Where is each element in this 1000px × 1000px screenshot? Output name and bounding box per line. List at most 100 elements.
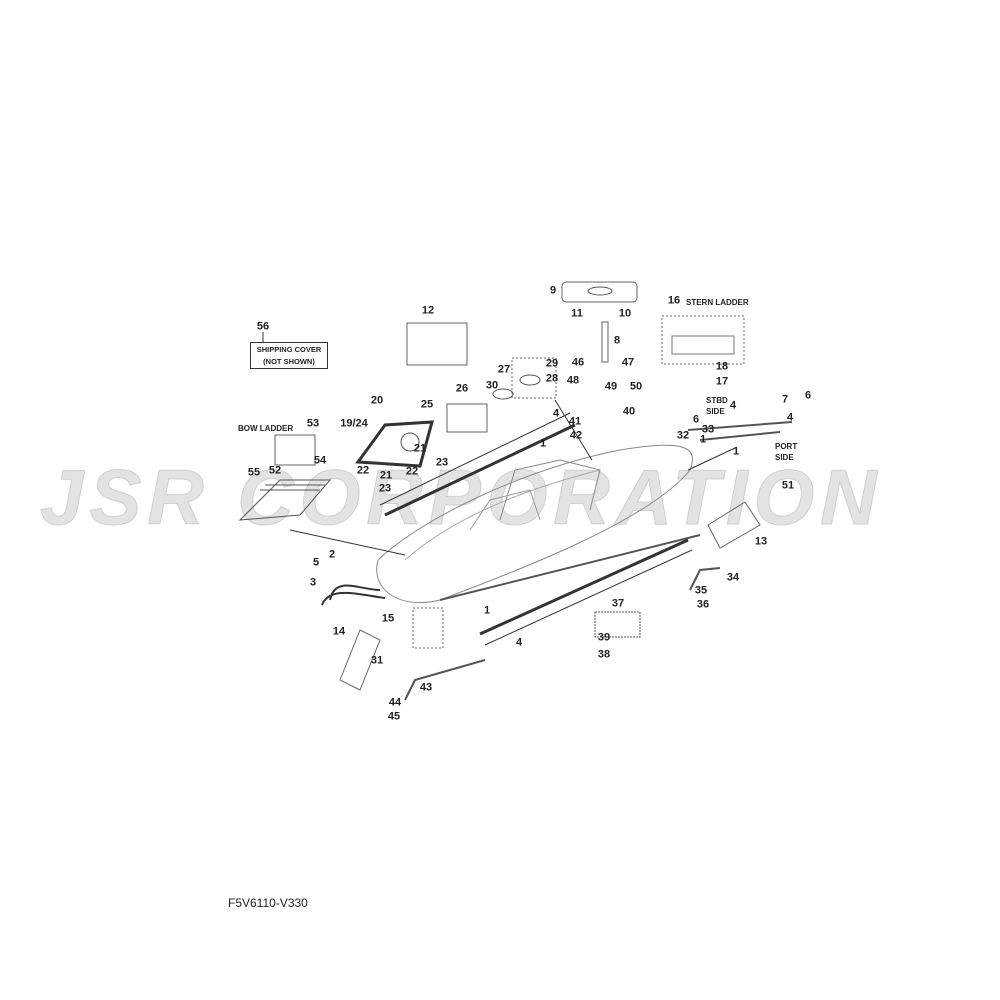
callout-number: 54: [313, 454, 327, 467]
callout-number: 19/24: [340, 417, 368, 430]
callout-number: 27: [497, 363, 511, 376]
callout-number: 32: [676, 429, 690, 442]
callout-number: 47: [621, 356, 635, 369]
stern-rail: [687, 421, 793, 441]
callout-number: 50: [629, 380, 643, 393]
callout-number: 46: [571, 356, 585, 369]
callout-number: 4: [552, 407, 560, 420]
callout-number: 14: [332, 625, 346, 638]
callout-number: 53: [306, 417, 320, 430]
callout-number: 4: [729, 399, 737, 412]
callout-number: 13: [754, 535, 768, 548]
bow-plate: [339, 629, 381, 691]
shipping-cover-note: SHIPPING COVER (NOT SHOWN): [250, 342, 328, 369]
callout-number: 5: [312, 556, 320, 569]
callout-number: 37: [611, 597, 625, 610]
callout-number: 2: [328, 548, 336, 561]
side-text: SIDE: [775, 453, 794, 462]
callout-number: 10: [618, 307, 632, 320]
rub-rail-lower: [479, 538, 689, 636]
callout-number: 12: [421, 304, 435, 317]
hull-deck: [404, 469, 601, 561]
grab-handle-43: [404, 659, 486, 701]
rail-line-lower: [484, 549, 693, 646]
stern-ladder-label: STERN LADDER: [686, 298, 749, 307]
callout-number: 20: [370, 394, 384, 407]
bow-ladder-box: [274, 434, 316, 466]
callout-number: 11: [571, 307, 583, 320]
shipping-cover-text: SHIPPING COVER: [256, 345, 322, 354]
callout-number: 36: [696, 598, 710, 611]
windshield: [469, 489, 541, 531]
rub-rail-side: [439, 534, 701, 601]
callout-number: 44: [388, 696, 402, 709]
diagram-code: F5V6110-V330: [228, 896, 308, 910]
tower: [499, 459, 601, 521]
leader-lines: [262, 332, 736, 556]
callout-number: 22: [405, 465, 419, 478]
not-shown-text: (NOT SHOWN): [263, 357, 315, 366]
callout-number: 45: [387, 710, 401, 723]
stern-plate: [707, 501, 761, 549]
cooler: [406, 322, 468, 366]
callout-number: 49: [604, 380, 618, 393]
callout-number: 7: [781, 393, 789, 406]
rub-rail-upper: [384, 423, 576, 517]
callout-number: 8: [613, 334, 621, 347]
pedestal: [601, 321, 609, 363]
callout-number: 34: [726, 571, 740, 584]
callout-number: 1: [483, 604, 491, 617]
rail-line-upper: [379, 412, 571, 506]
hatch: [355, 420, 434, 468]
callout-number: 33: [701, 423, 715, 436]
callout-number: 52: [268, 464, 282, 477]
callout-number: 25: [420, 398, 434, 411]
callout-number: 26: [455, 382, 469, 395]
cup-holder-box: [511, 357, 557, 399]
callout-number: 40: [622, 405, 636, 418]
callout-number: 23: [378, 482, 392, 495]
callout-number: 4: [786, 411, 794, 424]
stern-ladder: [671, 335, 735, 355]
hull: [376, 444, 693, 604]
callout-number: 17: [715, 375, 729, 388]
bow-ladder-label: BOW LADDER: [238, 424, 294, 433]
callout-number: 1: [732, 445, 740, 458]
callout-number: 23: [435, 456, 449, 469]
callout-number: 41: [568, 415, 582, 428]
callout-number: 3: [309, 576, 317, 589]
table-top: [561, 281, 638, 303]
callout-number: 15: [381, 612, 395, 625]
callout-number: 9: [549, 284, 557, 297]
callout-number: 22: [356, 464, 370, 477]
callout-number: 35: [694, 584, 708, 597]
callout-number: 1: [539, 437, 547, 450]
callout-number: 21: [413, 442, 427, 455]
callout-number: 6: [804, 389, 812, 402]
callout-number: 30: [485, 379, 499, 392]
callout-number: 21: [379, 469, 393, 482]
callout-number: 1: [699, 433, 707, 446]
callout-number: 29: [545, 357, 559, 370]
cup-holder-30: [492, 388, 514, 400]
bow-ladder: [238, 479, 332, 521]
callout-number: 43: [419, 681, 433, 694]
callout-number: 56: [256, 320, 270, 333]
callout-number: 6: [692, 413, 700, 426]
callout-number: 42: [569, 429, 583, 442]
callout-number: 55: [247, 466, 261, 479]
stbd-text: STBD: [706, 396, 728, 405]
stern-ladder-box: [661, 315, 745, 365]
storage-bin: [446, 403, 488, 433]
cup-holder: [519, 374, 541, 386]
callout-number: 18: [715, 360, 729, 373]
table-oval: [587, 286, 613, 296]
callout-number: 16: [667, 294, 681, 307]
grab-handle-34: [689, 567, 721, 591]
hatch-port: [400, 432, 420, 452]
callout-number: 38: [597, 648, 611, 661]
